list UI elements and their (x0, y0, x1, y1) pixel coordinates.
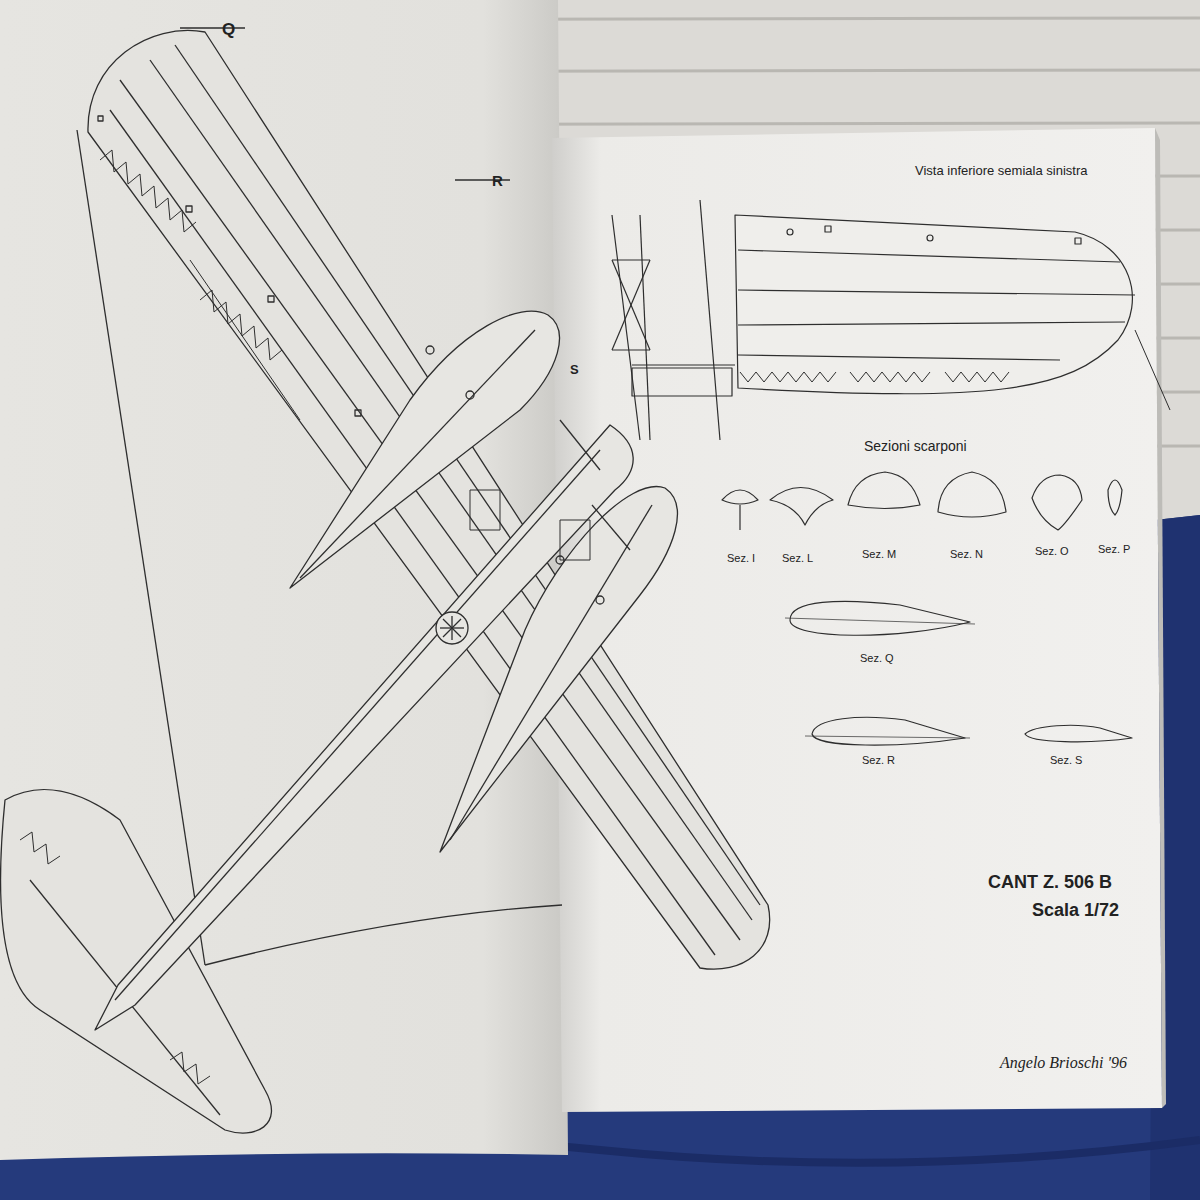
drawing-label: Vista inferiore semiala sinistra (915, 163, 1087, 178)
drawing-label: Sez. N (950, 548, 983, 560)
drawing-label: Sez. R (862, 754, 895, 766)
drawing-label: Sez. S (1050, 754, 1082, 766)
title-text: CANT Z. 506 B (988, 872, 1112, 893)
drawing-label: Sez. L (782, 552, 813, 564)
drawing-label: Q (222, 20, 235, 40)
signature: Angelo Brioschi '96 (1000, 1054, 1127, 1072)
title-text: Scala 1/72 (1032, 900, 1119, 921)
drawing-label: Sez. I (727, 552, 755, 564)
drawing-label: S (570, 362, 579, 377)
drawing-label: Sez. O (1035, 545, 1069, 557)
drawing-label: R (492, 172, 503, 189)
drawing-label: Sez. Q (860, 652, 894, 664)
drawing-label: Sez. P (1098, 543, 1130, 555)
drawing-label: Sezioni scarponi (864, 438, 967, 454)
drawing-label: Sez. M (862, 548, 896, 560)
